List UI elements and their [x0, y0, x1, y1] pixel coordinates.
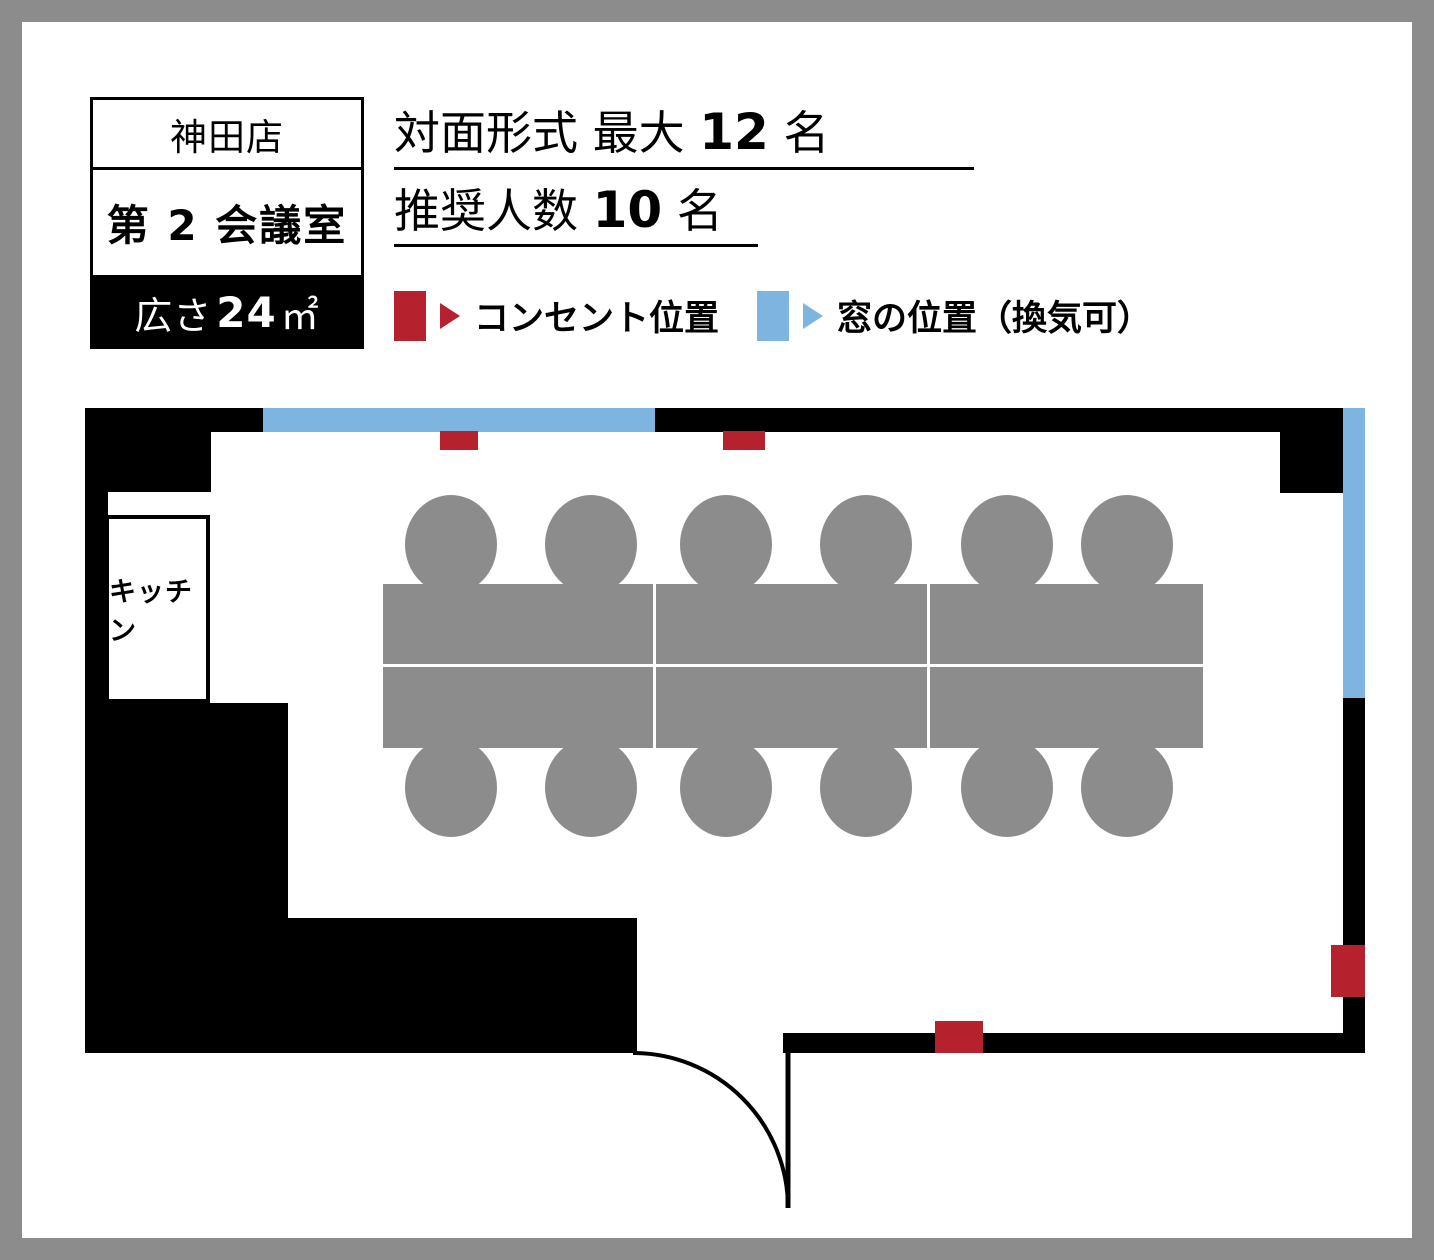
chair-top-1 — [405, 495, 497, 594]
legend: コンセント位置 窓の位置（換気可） — [394, 290, 1152, 341]
area-unit: ㎡ — [280, 293, 320, 338]
chair-top-5 — [961, 495, 1053, 594]
chair-bottom-3 — [680, 738, 772, 837]
outlet-right-wall — [1331, 945, 1365, 997]
door-swing — [632, 1033, 791, 1209]
wall-top-right — [655, 408, 1345, 432]
chair-top-2 — [545, 495, 637, 594]
chair-top-3 — [680, 495, 772, 594]
table-4 — [383, 667, 653, 748]
chair-bottom-6 — [1081, 738, 1173, 837]
table-6 — [930, 667, 1203, 748]
chair-bottom-4 — [820, 738, 912, 837]
recommended-capacity-value: 10 — [592, 180, 663, 239]
wall-block-lower-middle — [85, 918, 637, 1053]
table-1 — [383, 584, 653, 664]
wall-pillar-top-right — [1280, 408, 1343, 493]
page-canvas: 神田店 第 2 会議室 広さ 24 ㎡ 対面形式 最大 12 名 推奨人数 10… — [22, 22, 1412, 1238]
chair-bottom-1 — [405, 738, 497, 837]
legend-item-window: 窓の位置（換気可） — [757, 290, 1152, 341]
chair-bottom-5 — [961, 738, 1053, 837]
table-5 — [656, 667, 927, 748]
capacity-info: 対面形式 最大 12 名 推奨人数 10 名 — [394, 100, 1134, 247]
legend-label-window: 窓の位置（換気可） — [837, 299, 1153, 339]
max-capacity-line: 対面形式 最大 12 名 — [394, 100, 974, 170]
max-capacity-value: 12 — [699, 103, 769, 161]
outlet-arrow-icon — [440, 302, 460, 329]
area-prefix-label: 広さ — [134, 293, 213, 338]
wall-bottom-right — [783, 1033, 1365, 1053]
recommended-capacity-suffix: 名 — [676, 183, 723, 238]
room-area: 広さ 24 ㎡ — [93, 278, 361, 346]
recommended-capacity-text: 推奨人数 — [394, 183, 578, 238]
max-capacity-suffix: 名 — [783, 106, 830, 160]
store-name: 神田店 — [93, 100, 361, 170]
kitchen-label: キッチン — [109, 577, 193, 647]
chair-top-4 — [820, 495, 912, 594]
room-title-box: 神田店 第 2 会議室 広さ 24 ㎡ — [90, 97, 364, 349]
wall-left-upper — [85, 408, 108, 704]
window-top — [263, 408, 655, 432]
outlet-top-right — [723, 431, 765, 450]
legend-label-outlet: コンセント位置 — [474, 299, 720, 339]
legend-item-outlet: コンセント位置 — [394, 290, 719, 341]
window-swatch-icon — [757, 290, 790, 341]
kitchen-area: キッチン — [105, 515, 210, 703]
floor-plan: キッチン — [22, 22, 1412, 1238]
outlet-bottom-wall — [935, 1021, 983, 1053]
max-capacity-text: 対面形式 最大 — [394, 106, 685, 160]
outlet-swatch-icon — [394, 290, 426, 341]
table-3 — [930, 584, 1203, 664]
outlet-top-left — [440, 431, 478, 450]
room-name: 第 2 会議室 — [93, 170, 361, 278]
wall-right-lower — [1343, 698, 1365, 1053]
window-right — [1343, 408, 1365, 698]
recommended-capacity-line: 推奨人数 10 名 — [394, 170, 758, 247]
window-arrow-icon — [803, 302, 824, 329]
chair-bottom-2 — [545, 738, 637, 837]
area-value: 24 — [216, 287, 277, 337]
table-2 — [656, 584, 927, 664]
chair-top-6 — [1081, 495, 1173, 594]
